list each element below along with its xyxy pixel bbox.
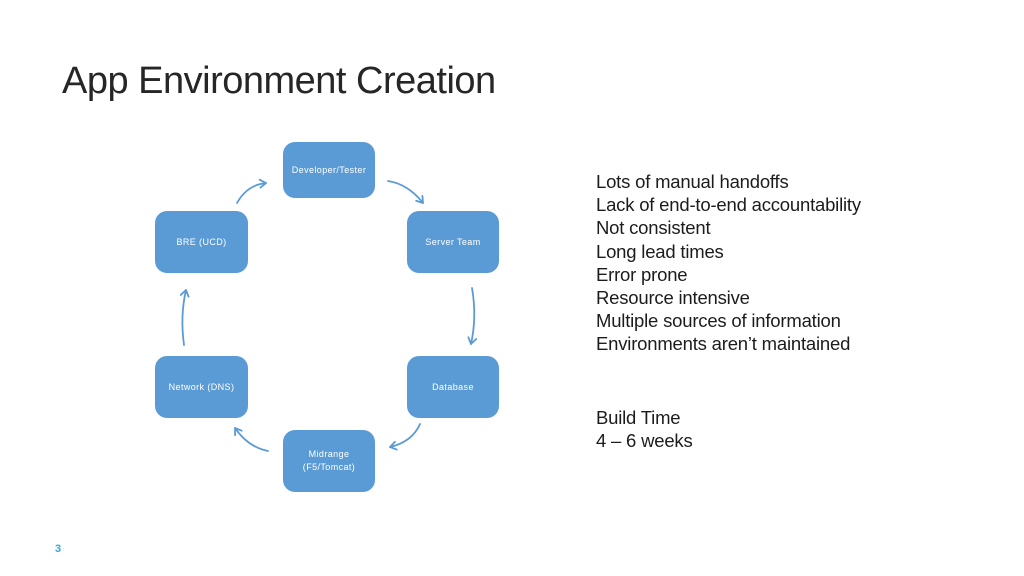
issue-item: Lack of end-to-end accountability (596, 194, 861, 216)
environment-cycle-diagram: Developer/Tester Server Team Database Mi… (140, 130, 520, 510)
arrow-database-to-midrange (389, 423, 421, 451)
issue-item: Not consistent (596, 217, 711, 239)
build-time-block: Build Time 4 – 6 weeks (596, 406, 693, 452)
issue-item: Environments aren’t maintained (596, 333, 851, 355)
issue-item: Error prone (596, 263, 688, 285)
arrow-midrange-to-network (234, 427, 269, 452)
issue-item: Long lead times (596, 240, 724, 262)
build-time-value: 4 – 6 weeks (596, 430, 693, 452)
node-label: Network (DNS) (168, 381, 235, 392)
page-title: App Environment Creation (62, 60, 496, 102)
issues-list: Lots of manual handoffs Lack of end-to-e… (596, 170, 861, 356)
node-server-team: Server Team (407, 211, 499, 273)
arrow-bre-to-developer (236, 178, 267, 204)
node-label: Database (432, 381, 474, 392)
node-midrange-f5-tomcat: Midrange (F5/Tomcat) (283, 430, 375, 492)
issue-item: Lots of manual handoffs (596, 171, 789, 192)
cycle-arrows (179, 178, 478, 452)
issue-item: Multiple sources of information (596, 310, 841, 332)
node-bre-ucd: BRE (UCD) (155, 211, 248, 273)
slide-number: 3 (55, 543, 62, 555)
arrow-developer-to-server (387, 180, 424, 204)
node-network-dns: Network (DNS) (155, 356, 248, 418)
issue-item: Resource intensive (596, 287, 750, 309)
node-developer-tester: Developer/Tester (283, 142, 375, 198)
node-label: Developer/Tester (291, 164, 367, 175)
build-time-label: Build Time (596, 407, 681, 428)
node-label: Server Team (425, 236, 481, 247)
arrow-server-to-database (467, 287, 478, 345)
arrow-network-to-bre (179, 289, 190, 346)
node-label: BRE (UCD) (176, 236, 227, 247)
node-database: Database (407, 356, 499, 418)
node-label: Midrange (F5/Tomcat) (302, 449, 356, 472)
